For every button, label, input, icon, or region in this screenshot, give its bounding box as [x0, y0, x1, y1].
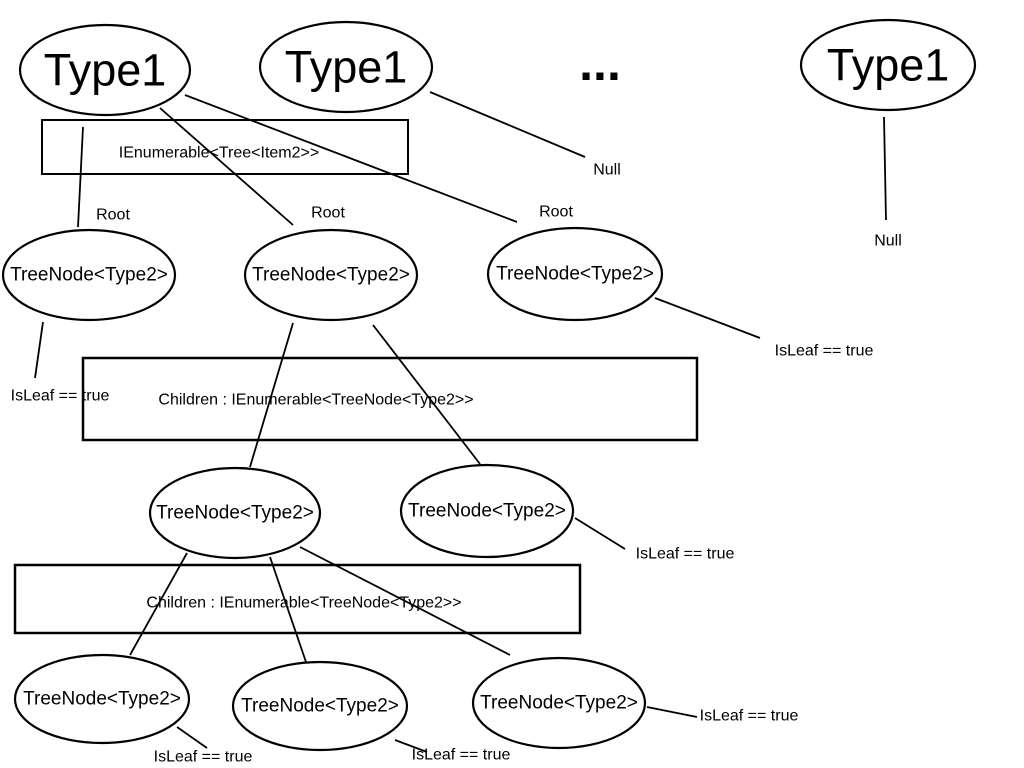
- null-label-1: Null: [593, 162, 621, 179]
- treenode-mid-1-label: TreeNode<Type2>: [156, 503, 314, 524]
- root-label-1: Root: [96, 207, 130, 224]
- edge-leaf-1-isleaf: [176, 726, 208, 749]
- edge-root-3-isleaf: [654, 297, 761, 339]
- treenode-mid-1-shape: [148, 466, 322, 560]
- edge-root-2-mid-1: [249, 322, 294, 468]
- children-box-1-label: Children : IEnumerable<TreeNode<Type2>>: [158, 392, 473, 409]
- treenode-leaf-2-label: TreeNode<Type2>: [241, 696, 399, 717]
- edge-leaf-2-isleaf: [394, 739, 428, 753]
- edge-mid-1-leaf-3: [299, 546, 511, 656]
- type1-node-3-shape: [799, 18, 977, 112]
- edge-mid-1-leaf-1: [129, 552, 188, 656]
- edge-root-2-mid-2: [372, 324, 481, 465]
- root-label-2: Root: [311, 205, 345, 222]
- treenode-root-1-label: TreeNode<Type2>: [10, 265, 168, 286]
- treenode-root-2-label: TreeNode<Type2>: [252, 265, 410, 286]
- treenode-mid-2-shape: [399, 463, 575, 559]
- isleaf-label-3: IsLeaf == true: [636, 546, 735, 563]
- ienumerable-tree-box-label: IEnumerable<Tree<Item2>>: [119, 145, 319, 162]
- treenode-leaf-3-shape: [471, 656, 647, 750]
- isleaf-label-4: IsLeaf == true: [154, 749, 253, 766]
- treenode-root-1-shape: [1, 228, 177, 322]
- children-box-1-box: [81, 356, 699, 442]
- isleaf-label-6: IsLeaf == true: [700, 708, 799, 725]
- null-label-2: Null: [874, 233, 902, 250]
- treenode-root-3-shape: [486, 226, 664, 322]
- treenode-root-3-label: TreeNode<Type2>: [496, 264, 654, 285]
- children-box-2-box: [13, 563, 582, 635]
- type1-node-1-shape: [18, 23, 192, 117]
- edge-root-1-isleaf: [34, 321, 44, 379]
- ienumerable-tree-box-box: [41, 119, 409, 175]
- children-box-2-label: Children : IEnumerable<TreeNode<Type2>>: [146, 595, 461, 612]
- type1-node-1-label: Type1: [44, 45, 167, 96]
- treenode-leaf-3-label: TreeNode<Type2>: [480, 693, 638, 714]
- edge-type1-1-root-3: [184, 94, 518, 223]
- edge-type1-1-root-1: [77, 126, 84, 228]
- root-label-3: Root: [539, 204, 573, 221]
- ellipsis-label: ...: [579, 35, 621, 91]
- edge-mid-1-leaf-2: [269, 556, 307, 663]
- edge-leaf-3-isleaf: [646, 706, 698, 718]
- treenode-root-2-shape: [243, 228, 419, 322]
- treenode-mid-2-label: TreeNode<Type2>: [408, 501, 566, 522]
- edge-type1-2-null: [429, 91, 586, 158]
- edge-type1-1-root-2: [159, 107, 294, 226]
- edge-mid-2-isleaf: [574, 517, 626, 550]
- type1-node-3-label: Type1: [827, 40, 950, 91]
- type1-node-2-shape: [258, 20, 434, 114]
- isleaf-label-2: IsLeaf == true: [775, 343, 874, 360]
- isleaf-label-5: IsLeaf == true: [412, 747, 511, 764]
- isleaf-label-1: IsLeaf == true: [11, 388, 110, 405]
- treenode-leaf-2-shape: [231, 660, 409, 752]
- treenode-leaf-1-label: TreeNode<Type2>: [23, 689, 181, 710]
- edge-type1-3-null: [883, 116, 887, 221]
- treenode-leaf-1-shape: [13, 653, 191, 745]
- type1-node-2-label: Type1: [285, 42, 408, 93]
